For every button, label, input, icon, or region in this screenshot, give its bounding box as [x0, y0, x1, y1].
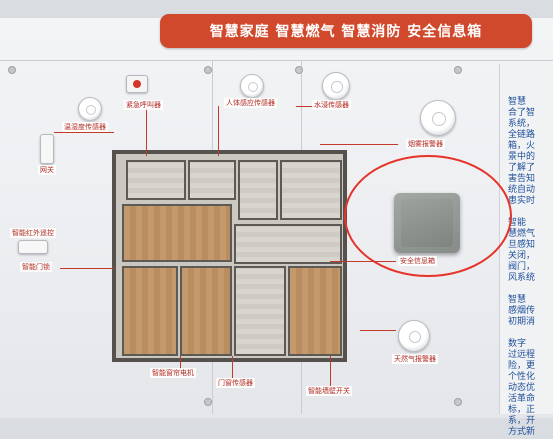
- emergency-button-icon: [126, 75, 148, 93]
- safety-info-box-panel: [401, 199, 453, 247]
- side-text-line: 关闭，: [508, 251, 536, 261]
- side-text-line: 智慧: [508, 97, 527, 107]
- side-text-panel: 智慧合了智系统，全链路箱，火景中的了解了害告知统自动患实时智能慧燃气旦感知关闭，…: [499, 64, 553, 437]
- bolt: [204, 66, 212, 74]
- side-text-line: 旦感知: [508, 240, 536, 250]
- side-text-line: 标，正: [508, 405, 536, 415]
- banner-title: 智慧家庭 智慧燃气 智慧消防 安全信息箱: [160, 14, 532, 48]
- room-kitchen: [280, 160, 342, 220]
- bolt: [454, 398, 462, 406]
- leader-line: [54, 132, 114, 133]
- label-gateway: 网关: [38, 165, 56, 175]
- leader-line: [218, 106, 219, 156]
- bolt: [204, 398, 212, 406]
- side-text-line: 全链路: [508, 130, 536, 140]
- gas-alarm-icon: [398, 320, 430, 352]
- side-text-line: 初期消: [508, 317, 536, 327]
- side-text-line: 动态优: [508, 383, 536, 393]
- side-text-line: 慧燃气: [508, 229, 536, 239]
- side-text-line: 景中的: [508, 152, 536, 162]
- side-text-line: 险，更: [508, 361, 536, 371]
- panel-seam: [0, 60, 553, 61]
- label-smart-curtain: 智能窗帘电机: [150, 368, 196, 378]
- label-smoke-alarm: 烟雾报警器: [406, 139, 445, 149]
- floor-plan: [112, 150, 347, 362]
- label-water-sensor: 水浸传感器: [312, 100, 351, 110]
- side-text-line: 统自动: [508, 185, 536, 195]
- side-text-line: 活革命: [508, 394, 536, 404]
- room-bathroom: [126, 160, 186, 200]
- smart-lock-icon: [18, 240, 48, 254]
- label-gas-alarm: 天然气报警器: [392, 354, 438, 364]
- water-sensor-icon: [322, 72, 350, 100]
- label-smart-switch: 智能墙壁开关: [306, 386, 352, 396]
- side-text-line: 智慧: [508, 295, 527, 305]
- room-bedroom-3: [180, 266, 232, 356]
- label-smart-lock: 智能门锁: [20, 262, 52, 272]
- leader-line: [330, 356, 331, 386]
- side-text-line: 数字: [508, 339, 527, 349]
- leader-line: [60, 268, 114, 269]
- side-text-line: 感烟传: [508, 306, 536, 316]
- label-infrared: 智能红外遥控: [10, 228, 56, 238]
- room-bedroom-1: [122, 204, 232, 262]
- gateway-icon: [40, 134, 54, 164]
- bolt: [8, 66, 16, 74]
- side-text-line: 了解了: [508, 163, 536, 173]
- side-text-line: 过远程: [508, 350, 536, 360]
- side-text-line: 害告知: [508, 174, 536, 184]
- leader-line: [360, 330, 396, 331]
- side-text-line: 系统，: [508, 119, 536, 129]
- room-living: [234, 224, 342, 264]
- side-text-line: 箱，火: [508, 141, 536, 151]
- label-human-sensor: 人体感应传感器: [224, 98, 277, 108]
- side-text-line: 阀门，: [508, 262, 536, 272]
- room-bedroom-2: [122, 266, 178, 356]
- temperature-sensor-icon: [78, 97, 102, 121]
- side-text-line: 个性化: [508, 372, 536, 382]
- leader-line: [146, 108, 147, 156]
- room-bedroom-4: [288, 266, 342, 356]
- smoke-alarm-icon: [420, 100, 456, 136]
- label-info-box: 安全信息箱: [398, 256, 437, 266]
- safety-info-box: [394, 193, 460, 253]
- room-dining: [238, 160, 278, 220]
- bolt: [295, 66, 303, 74]
- label-temperature-sensor: 温湿度传感器: [62, 122, 108, 132]
- room-lounge: [234, 266, 286, 356]
- label-emergency-button: 紧急呼叫器: [124, 100, 163, 110]
- side-text-line: 合了智: [508, 108, 536, 118]
- human-sensor-icon: [240, 74, 264, 98]
- highlight-circle: [344, 155, 512, 277]
- leader-line: [180, 356, 181, 370]
- bolt: [454, 66, 462, 74]
- leader-line: [320, 144, 398, 145]
- leader-line: [232, 356, 233, 378]
- room-bathroom-2: [188, 160, 236, 200]
- side-text-line: 风系统: [508, 273, 536, 283]
- side-text-line: 智能: [508, 218, 527, 228]
- leader-line: [330, 261, 396, 262]
- side-text-line: 方式新: [508, 427, 536, 437]
- side-text-line: 患实时: [508, 196, 536, 206]
- label-door-sensor: 门窗传感器: [216, 378, 255, 388]
